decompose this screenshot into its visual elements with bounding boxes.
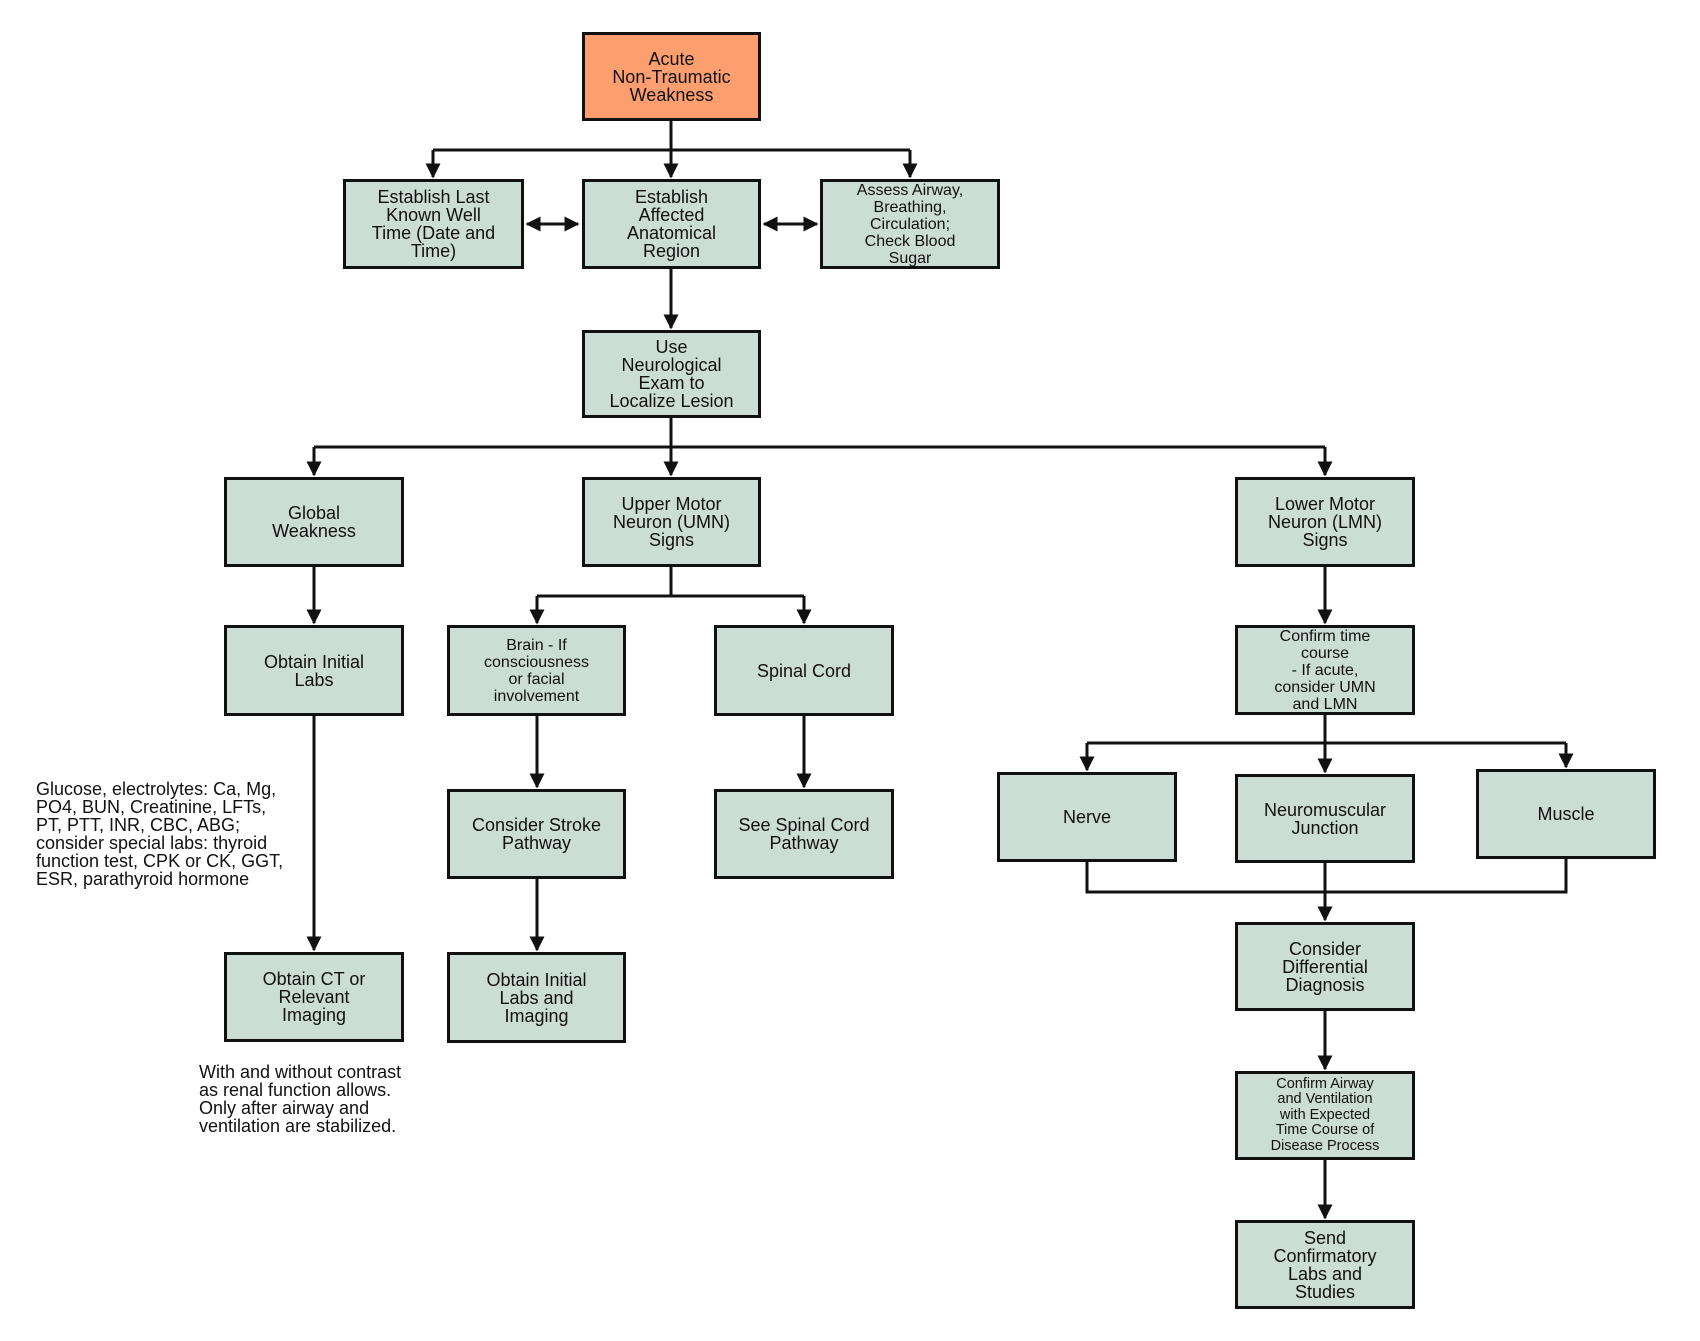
node-label: Assess Airway, Breathing, Circulation; C… xyxy=(856,181,964,267)
node-nmj: Neuromuscular Junction xyxy=(1235,774,1415,863)
node-nerve: Nerve xyxy=(997,772,1177,862)
node-label: Nerve xyxy=(1062,807,1111,827)
node-label: Global Weakness xyxy=(272,503,356,541)
node-label: Neuromuscular Junction xyxy=(1263,799,1387,838)
node-label: Brain - If consciousness or facial invol… xyxy=(484,636,589,705)
node-stroke-pathway: Consider Stroke Pathway xyxy=(447,789,626,879)
node-confirmatory: Send Confirmatory Labs and Studies xyxy=(1235,1220,1415,1309)
node-label: Send Confirmatory Labs and Studies xyxy=(1273,1227,1377,1302)
imaging-note: With and without contrast as renal funct… xyxy=(199,1062,402,1136)
node-umn-signs: Upper Motor Neuron (UMN) Signs xyxy=(582,477,761,567)
node-label: Establish Affected Anatomical Region xyxy=(626,187,717,261)
node-initial-labs: Obtain Initial Labs xyxy=(224,625,404,716)
labs-note: Glucose, electrolytes: Ca, Mg, PO4, BUN,… xyxy=(36,779,284,889)
node-label: Confirm Airway and Ventilation with Expe… xyxy=(1270,1075,1380,1154)
node-global-weakness: Global Weakness xyxy=(224,477,404,567)
node-lmn-signs: Lower Motor Neuron (LMN) Signs xyxy=(1235,477,1415,567)
node-neuro-exam: Use Neurological Exam to Localize Lesion xyxy=(582,330,761,418)
node-label: Use Neurological Exam to Localize Lesion xyxy=(609,337,734,411)
node-airway-ventilation: Confirm Airway and Ventilation with Expe… xyxy=(1235,1071,1415,1160)
node-anatomical-region: Establish Affected Anatomical Region xyxy=(582,179,761,269)
node-spinal-cord: Spinal Cord xyxy=(714,625,894,716)
node-label: Muscle xyxy=(1537,804,1595,824)
node-label: Spinal Cord xyxy=(756,660,852,681)
node-time-course: Confirm time course - If acute, consider… xyxy=(1235,625,1415,715)
node-differential: Consider Differential Diagnosis xyxy=(1235,922,1415,1011)
node-ct-imaging: Obtain CT or Relevant Imaging xyxy=(224,952,404,1042)
node-label: Acute Non-Traumatic Weakness xyxy=(612,48,731,105)
node-label: Consider Differential Diagnosis xyxy=(1282,938,1368,995)
node-spinal-pathway: See Spinal Cord Pathway xyxy=(714,789,894,879)
node-labs-imaging: Obtain Initial Labs and Imaging xyxy=(447,952,626,1043)
node-last-known-well: Establish Last Known Well Time (Date and… xyxy=(343,179,524,269)
node-acute-weakness: Acute Non-Traumatic Weakness xyxy=(582,32,761,121)
node-label: Upper Motor Neuron (UMN) Signs xyxy=(612,494,731,550)
node-label: Establish Last Known Well Time (Date and… xyxy=(371,187,496,261)
node-label: Confirm time course - If acute, consider… xyxy=(1274,627,1376,713)
node-label: Consider Stroke Pathway xyxy=(471,815,602,853)
node-label: Obtain CT or Relevant Imaging xyxy=(262,969,366,1025)
node-label: Lower Motor Neuron (LMN) Signs xyxy=(1267,494,1383,550)
node-abc-glucose: Assess Airway, Breathing, Circulation; C… xyxy=(820,179,1000,269)
node-muscle: Muscle xyxy=(1476,769,1656,859)
node-label: Obtain Initial Labs and Imaging xyxy=(486,969,587,1026)
node-label: See Spinal Cord Pathway xyxy=(738,815,870,853)
node-label: Obtain Initial Labs xyxy=(263,651,365,690)
node-brain: Brain - If consciousness or facial invol… xyxy=(447,625,626,716)
